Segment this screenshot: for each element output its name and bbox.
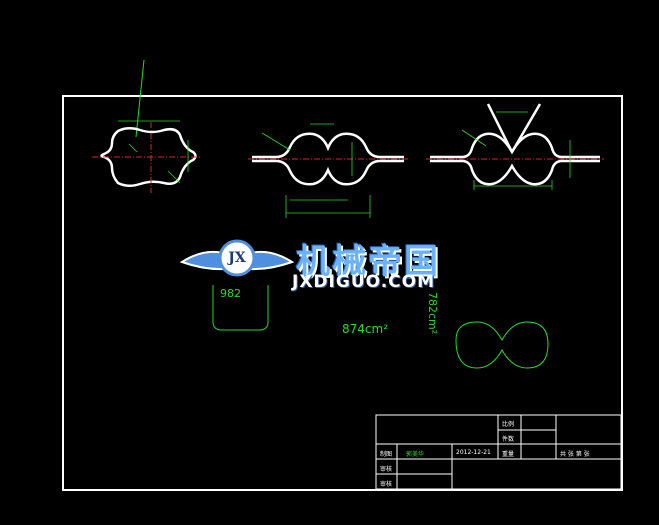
profile-2-section	[248, 123, 408, 218]
drawing-border	[62, 95, 623, 491]
title-block-date: 2012-12-21	[456, 449, 491, 456]
profile-3-area-label: 782cm²	[426, 292, 439, 335]
logo-domain: JXDIGUO.COM	[292, 272, 436, 292]
title-block-draw-label: 制图	[380, 451, 393, 458]
title-block-count-label: 件数	[502, 436, 515, 443]
profile-1-area-label: 982	[220, 287, 241, 300]
title-block-scale-label: 比例	[502, 421, 515, 428]
title-block-weight-label: 重量	[502, 451, 515, 458]
logo-emblem-graphic	[179, 239, 295, 277]
profile-3-section	[426, 103, 604, 190]
title-block	[375, 414, 622, 490]
title-block-drawer-name: 郭美华	[406, 451, 425, 458]
profile-1-section	[92, 120, 200, 193]
title-block-check-label: 审核	[380, 466, 393, 473]
profile-1-area-figure	[212, 285, 269, 331]
profile-3-area-figure	[455, 321, 549, 369]
title-block-sheet-info: 共 张 第 张	[560, 451, 590, 458]
logo-chinese-name: 机械帝国	[296, 242, 440, 282]
profile-2-area-label: 874cm²	[342, 322, 389, 336]
logo-emblem-text: JX	[228, 250, 246, 266]
leader-line	[135, 59, 145, 138]
title-block-approve-label: 审核	[380, 481, 393, 488]
